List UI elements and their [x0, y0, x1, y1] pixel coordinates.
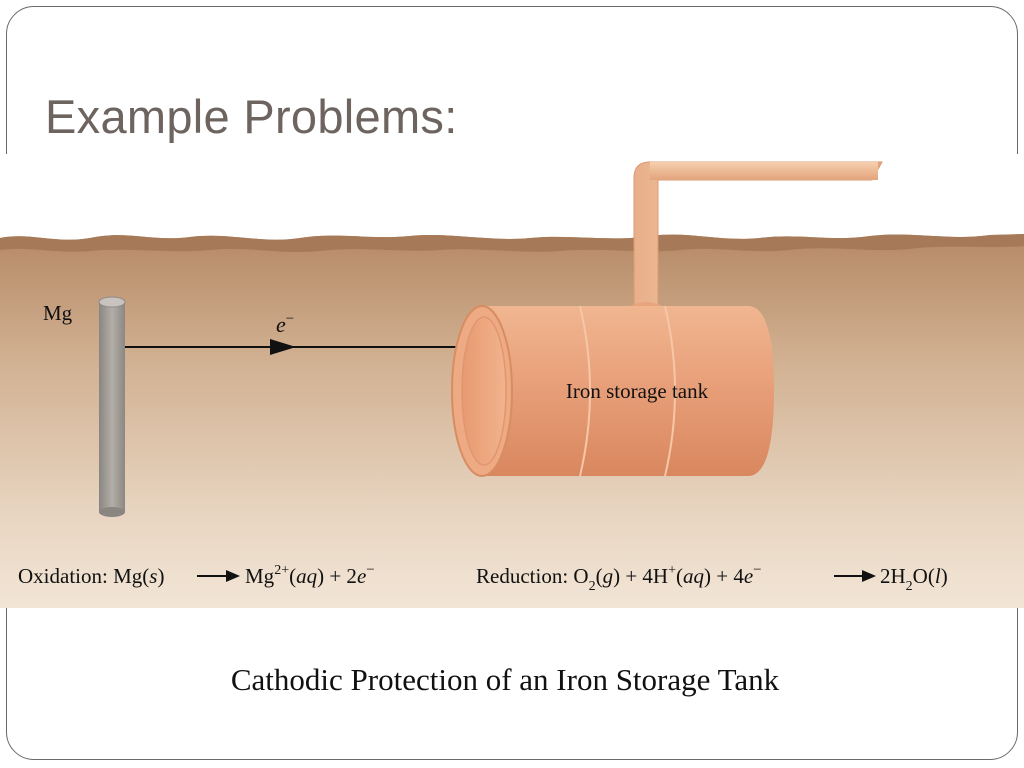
- tank-label: Iron storage tank: [566, 379, 709, 403]
- cathodic-protection-figure: Mg e− Iron storage tank Oxidation: Mg(s)…: [0, 154, 1024, 608]
- iron-storage-tank: [451, 305, 774, 477]
- figure-svg: Mg e− Iron storage tank Oxidation: Mg(s)…: [0, 154, 1024, 608]
- electron-label: e−: [276, 311, 294, 337]
- reduction-equation: Reduction: O2(g) + 4H+(aq) + 4e−: [476, 562, 762, 594]
- reduction-arrow: [834, 570, 876, 582]
- oxidation-arrow: [197, 570, 240, 582]
- anode-label: Mg: [43, 301, 73, 325]
- figure-caption: Cathodic Protection of an Iron Storage T…: [230, 662, 780, 697]
- soil-surface: [0, 234, 1024, 253]
- vent-pipe-horizontal: [650, 162, 878, 180]
- oxidation-products: Mg2+(aq) + 2e−: [245, 562, 375, 588]
- oxidation-equation: Oxidation: Mg(s): [18, 564, 164, 588]
- reduction-products: 2H2O(l): [880, 564, 948, 594]
- slide-title: Example Problems:: [45, 90, 458, 143]
- electron-flow-arrow: [270, 339, 296, 355]
- magnesium-anode-rod: [98, 296, 126, 517]
